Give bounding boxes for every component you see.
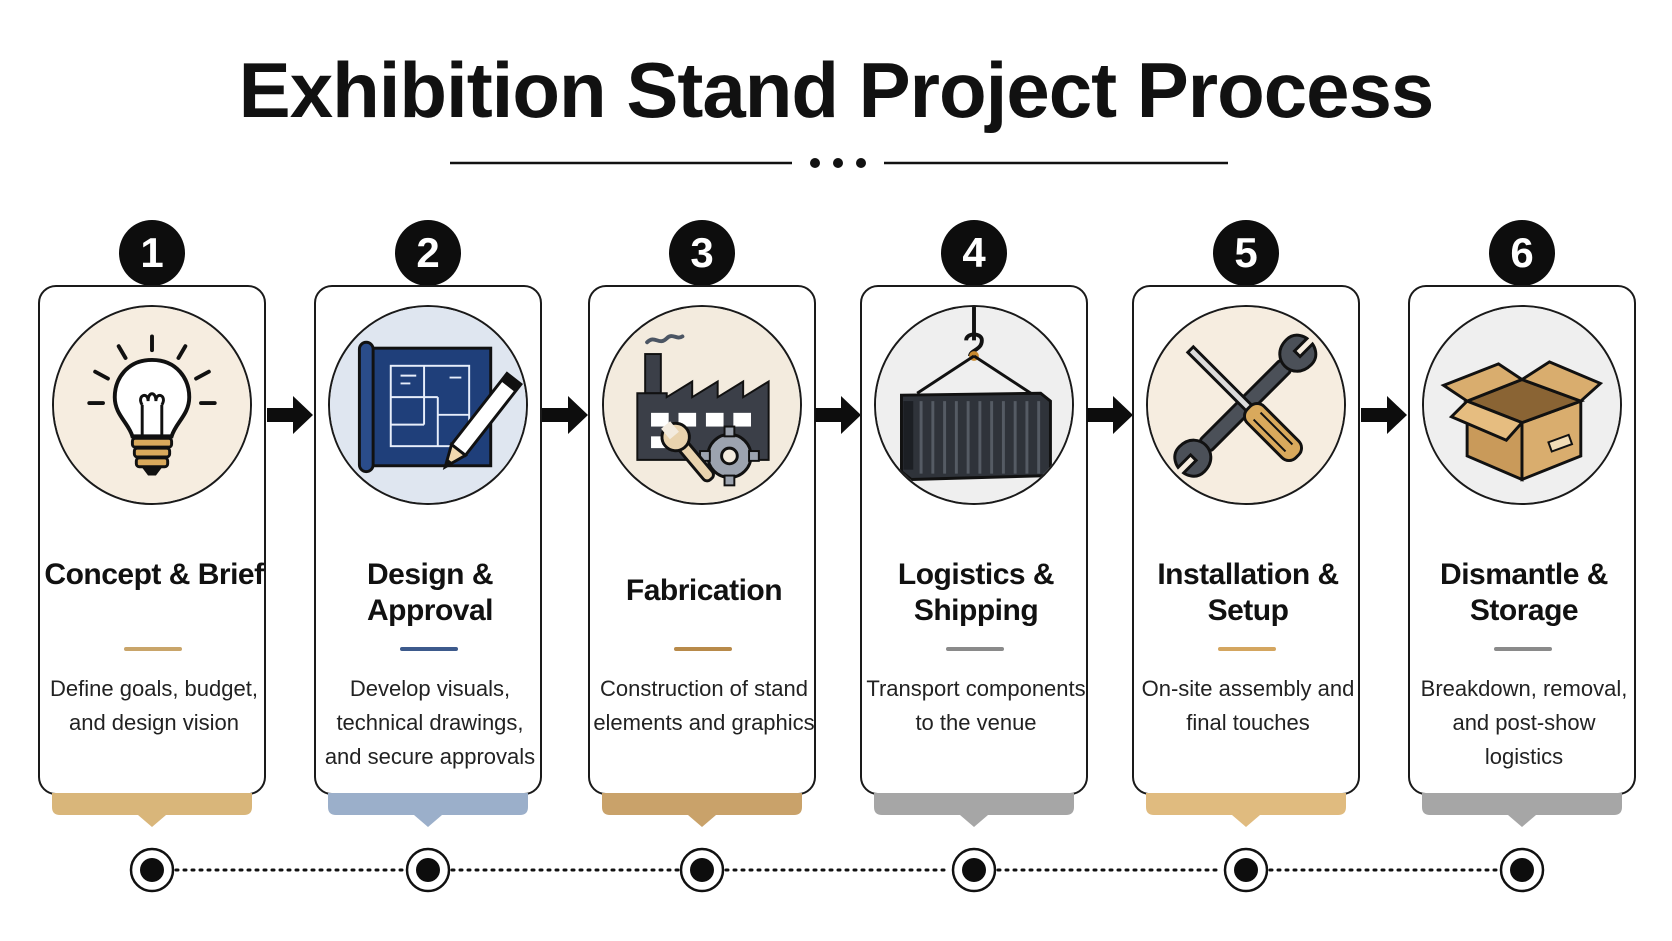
step-description: On-site assembly and final touches <box>1141 676 1355 735</box>
step-description: Develop visuals, technical drawings, and… <box>324 676 536 769</box>
step-pointer-tab <box>52 793 252 827</box>
step-description: Breakdown, removal, and post-show logist… <box>1420 676 1628 769</box>
timeline-node <box>129 847 175 893</box>
step-accent-line <box>1494 647 1552 651</box>
step-accent-line <box>400 647 458 651</box>
timeline-node <box>1499 847 1545 893</box>
shipping-container-icon <box>874 305 1074 505</box>
flow-arrow-icon <box>1087 396 1133 434</box>
step-accent-line <box>124 647 182 651</box>
step-title: Logistics & Shipping <box>897 558 1055 627</box>
flow-arrow-icon <box>815 396 861 434</box>
step-pointer-tab <box>874 793 1074 827</box>
step-accent-line <box>674 647 732 651</box>
step-title: Fabrication <box>625 574 783 607</box>
step-accent-line <box>946 647 1004 651</box>
step-title: Concept & Brief <box>44 558 264 591</box>
step-description: Construction of stand elements and graph… <box>593 676 815 735</box>
flow-arrow-icon <box>1361 396 1407 434</box>
step-number-badge: 4 <box>941 220 1007 286</box>
step-title: Design & Approval <box>366 558 494 627</box>
timeline-node <box>951 847 997 893</box>
timeline-node <box>1223 847 1269 893</box>
step-number-badge: 3 <box>669 220 735 286</box>
step-number-badge: 1 <box>119 220 185 286</box>
cardboard-box-icon <box>1422 305 1622 505</box>
step-accent-line <box>1218 647 1276 651</box>
step-number-badge: 2 <box>395 220 461 286</box>
step-pointer-tab <box>602 793 802 827</box>
wrench-screwdriver-icon <box>1146 305 1346 505</box>
step-pointer-tab <box>1422 793 1622 827</box>
blueprint-pencil-icon <box>328 305 528 505</box>
timeline <box>129 847 1545 893</box>
factory-gears-icon <box>602 305 802 505</box>
lightbulb-icon <box>52 305 252 505</box>
flow-arrow-icon <box>542 396 588 434</box>
step-description: Define goals, budget, and design vision <box>50 676 258 735</box>
timeline-node <box>679 847 725 893</box>
step-number-badge: 5 <box>1213 220 1279 286</box>
page-title: Exhibition Stand Project Process <box>238 46 1435 134</box>
step-title: Installation & Setup <box>1157 558 1339 627</box>
timeline-node <box>405 847 451 893</box>
step-pointer-tab <box>328 793 528 827</box>
title-divider <box>450 158 1228 168</box>
step-number-badge: 6 <box>1489 220 1555 286</box>
step-description: Transport components to the venue <box>866 676 1086 735</box>
step-title: Dismantle & Storage <box>1440 558 1608 627</box>
step-pointer-tab <box>1146 793 1346 827</box>
flow-arrow-icon <box>267 396 313 434</box>
